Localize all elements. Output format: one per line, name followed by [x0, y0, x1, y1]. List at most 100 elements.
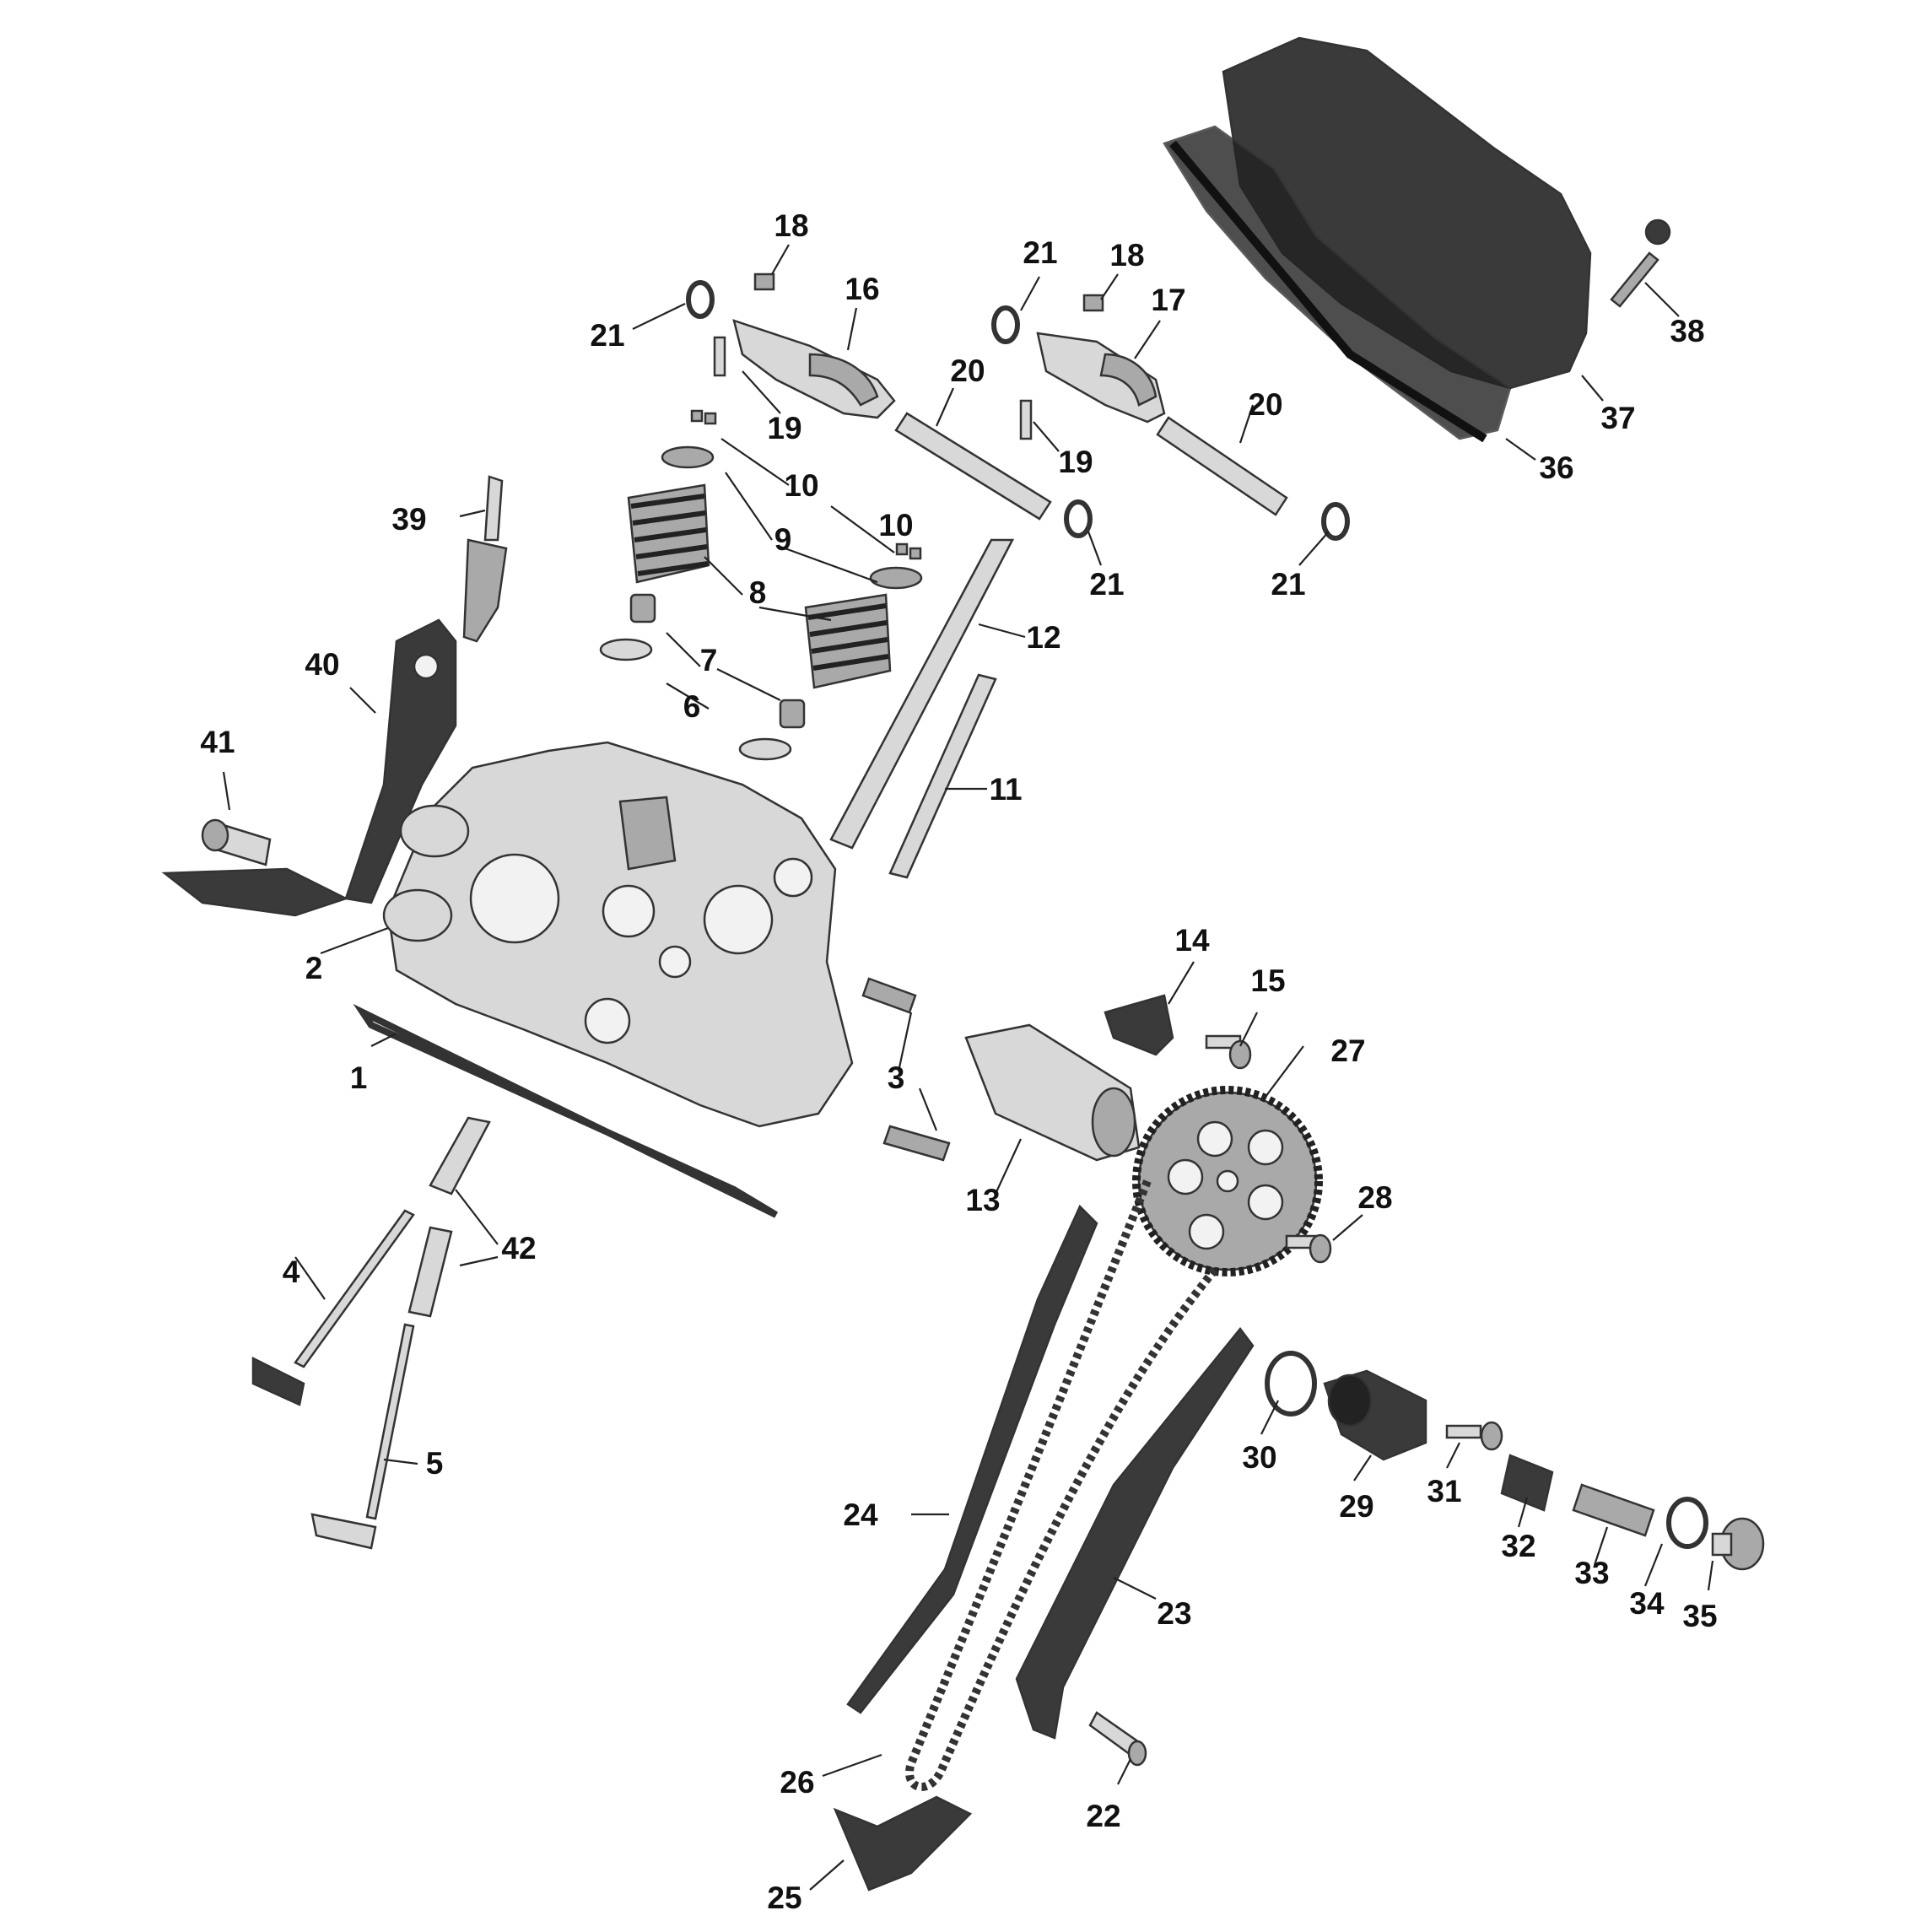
- lower-chain-guide-part: [833, 1795, 973, 1892]
- callout-14: 14: [1174, 923, 1210, 958]
- valve-keepers-part: [690, 409, 922, 560]
- valve-spring-b-part: [804, 593, 892, 689]
- valve-stem-seal-a-part: [629, 593, 656, 623]
- callout-21a: 21: [590, 318, 624, 353]
- sealing-ring-part: [1666, 1497, 1708, 1549]
- callout-37: 37: [1600, 401, 1635, 435]
- callout-23: 23: [1157, 1596, 1191, 1631]
- callout-36: 36: [1539, 451, 1573, 485]
- timing-chain-part: [905, 1179, 1218, 1792]
- callout-21b: 21: [1023, 235, 1057, 270]
- o-ring-b-part: [991, 305, 1020, 344]
- rocker-shaft-b-part: [1156, 416, 1288, 516]
- rocker-pin-a-part: [713, 336, 726, 377]
- callout-39: 39: [391, 502, 426, 537]
- callout-27: 27: [1330, 1033, 1365, 1068]
- callout-2: 2: [305, 951, 323, 985]
- camshaft-part: [964, 1023, 1141, 1162]
- rocker-pin-b-part: [1019, 399, 1033, 440]
- cylinder-head-stud-long-part: [829, 538, 1015, 850]
- cylinder-head-stud-part: [888, 673, 997, 879]
- rocker-arm-exhaust-part: [732, 319, 896, 419]
- o-ring-c-part: [1064, 499, 1093, 538]
- intake-valve-part: [310, 1323, 415, 1550]
- rocker-arm-intake-part: [1036, 332, 1166, 424]
- callout-31: 31: [1427, 1474, 1461, 1508]
- callout-40: 40: [305, 647, 339, 682]
- callout-8: 8: [749, 575, 767, 610]
- cover-bolt-part: [1610, 219, 1671, 308]
- callout-22: 22: [1086, 1799, 1120, 1833]
- callout-20a: 20: [950, 353, 985, 388]
- callout-21c: 21: [1089, 567, 1124, 602]
- callout-13: 13: [965, 1183, 1000, 1217]
- callout-33: 33: [1574, 1556, 1609, 1590]
- tensioner-plunger-part: [1500, 1454, 1554, 1512]
- callout-19b: 19: [1058, 445, 1093, 479]
- cylinder-head-part: [382, 741, 854, 1128]
- callout-30: 30: [1242, 1440, 1276, 1475]
- valve-cover-part: [1163, 36, 1592, 443]
- bracket-bushing-part: [201, 818, 272, 866]
- valve-guide-b-part: [407, 1226, 453, 1318]
- callout-16: 16: [845, 272, 879, 306]
- o-ring-d-part: [1321, 502, 1350, 541]
- callout-41: 41: [200, 725, 235, 759]
- callout-labels: 1 2 3 4 5 6 7 8 9 10 11 12 13 14 15 16 1…: [200, 208, 1717, 1915]
- adjuster-screw-a-part: [753, 273, 775, 291]
- adjuster-screw-b-part: [1082, 294, 1104, 312]
- valve-stem-seal-b-part: [779, 699, 806, 729]
- callout-11: 11: [989, 772, 1022, 807]
- tensioner-plug-part: [1711, 1517, 1765, 1571]
- tensioner-spring-part: [1572, 1483, 1655, 1537]
- callout-1: 1: [350, 1060, 368, 1095]
- callout-15: 15: [1250, 963, 1285, 998]
- blade-pivot-bolt-part: [1088, 1711, 1147, 1767]
- callout-34: 34: [1629, 1586, 1665, 1621]
- dowel-pin-b-part: [882, 1125, 951, 1162]
- callout-35: 35: [1682, 1599, 1717, 1633]
- callout-17: 17: [1151, 283, 1185, 317]
- callout-42: 42: [501, 1231, 536, 1266]
- retainer-screw-part: [1205, 1034, 1252, 1070]
- callout-5: 5: [426, 1446, 444, 1481]
- tensioner-gasket-part: [1265, 1351, 1317, 1417]
- callout-24: 24: [843, 1498, 878, 1532]
- leader-lines: [222, 244, 1714, 1891]
- spring-retainer-a-part: [661, 445, 715, 469]
- camshaft-sprocket-part: [1132, 1086, 1323, 1276]
- spring-seat-b-part: [738, 737, 792, 761]
- callout-12: 12: [1026, 620, 1060, 655]
- callout-9: 9: [774, 522, 792, 557]
- callout-18a: 18: [774, 208, 808, 243]
- spark-plug-part: [462, 475, 508, 643]
- callout-20b: 20: [1248, 387, 1282, 422]
- callout-21d: 21: [1271, 567, 1305, 602]
- callout-28: 28: [1357, 1180, 1392, 1215]
- tensioner-blade-part: [1015, 1326, 1255, 1740]
- spring-seat-a-part: [599, 638, 653, 661]
- head-gasket-part: [353, 1003, 779, 1218]
- callout-29: 29: [1339, 1489, 1373, 1524]
- engine-bracket-part: [161, 618, 457, 917]
- tensioner-housing-part: [1323, 1369, 1427, 1461]
- exhaust-valve-part: [251, 1209, 415, 1406]
- valve-spring-a-part: [627, 483, 710, 584]
- rocker-shaft-a-part: [894, 412, 1052, 521]
- callout-19a: 19: [767, 411, 801, 445]
- tensioner-screw-part: [1445, 1421, 1503, 1451]
- callout-4: 4: [283, 1255, 300, 1289]
- callout-18b: 18: [1109, 238, 1144, 273]
- o-ring-a-part: [686, 280, 715, 319]
- callout-7: 7: [700, 643, 718, 677]
- callout-25: 25: [767, 1881, 801, 1915]
- callout-6: 6: [683, 689, 701, 724]
- callout-26: 26: [780, 1765, 814, 1800]
- callout-38: 38: [1670, 314, 1704, 348]
- sprocket-screw-part: [1285, 1233, 1332, 1264]
- callout-32: 32: [1501, 1529, 1535, 1563]
- chain-guide-part: [846, 1204, 1098, 1714]
- callout-10b: 10: [878, 508, 913, 542]
- spring-retainer-b-part: [869, 566, 923, 590]
